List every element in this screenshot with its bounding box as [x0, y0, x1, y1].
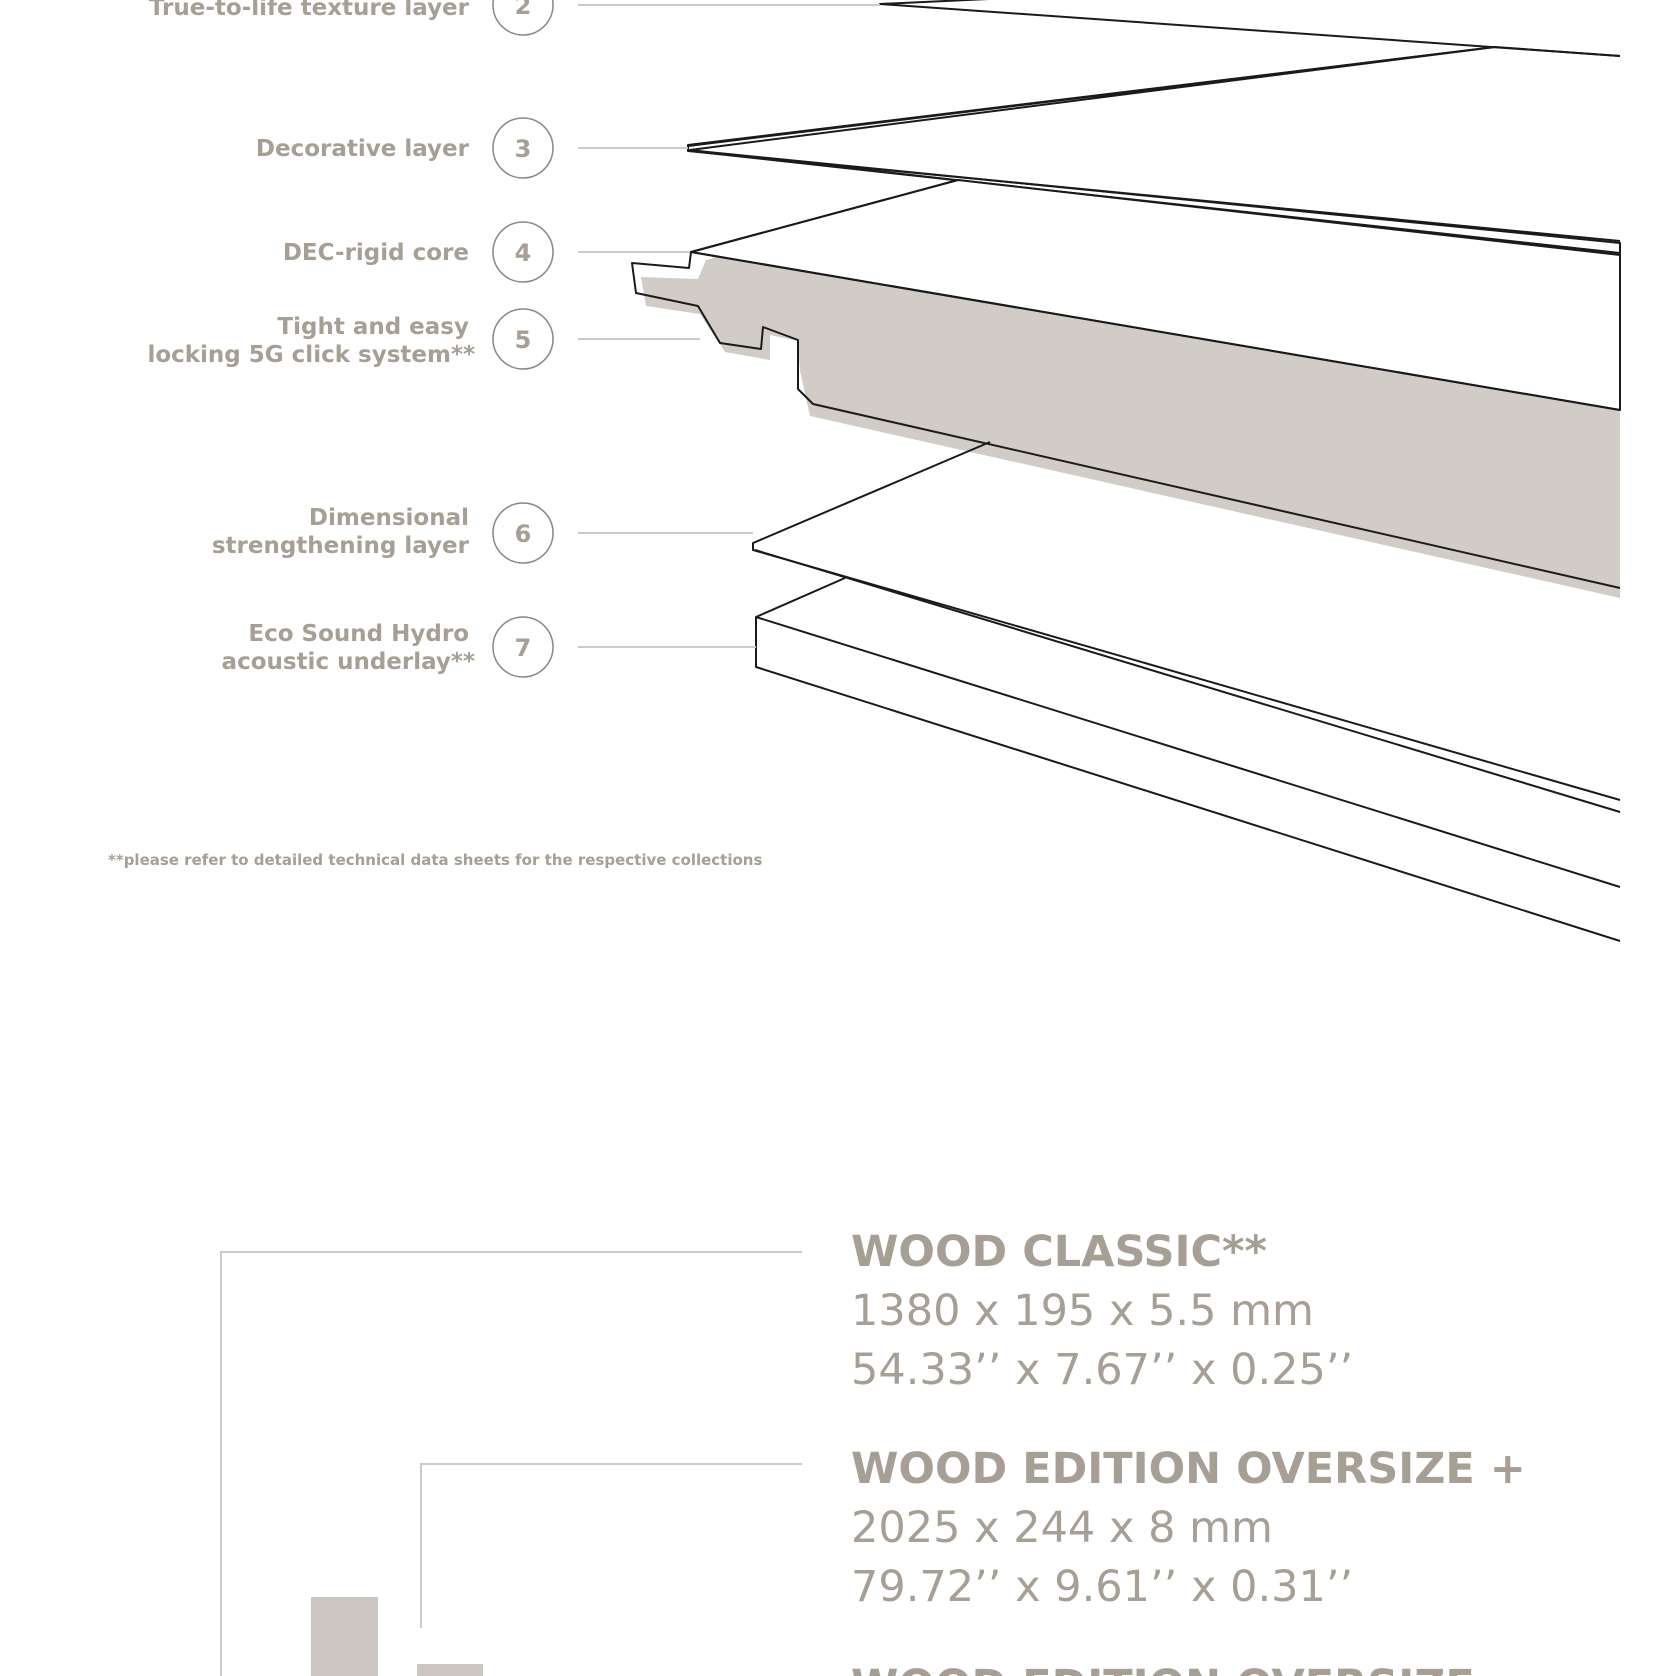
size-bars: [311, 1597, 483, 1676]
strengthening-layer-sheet: [752, 441, 1621, 801]
marker-numbers: 2 3 4 5 6 7: [515, 0, 532, 662]
number-markers: [492, 0, 554, 678]
layer-label-7-line-1: Eco Sound Hydro: [248, 621, 469, 647]
marker-number-3: 3: [515, 135, 532, 163]
marker-number-7: 7: [515, 634, 532, 662]
marker-circle-3: [492, 117, 554, 179]
marker-circle-6: [492, 502, 554, 564]
marker-number-4: 4: [515, 239, 532, 267]
marker-circle-5: [492, 308, 554, 370]
size-comparison-lines: [220, 1251, 802, 1676]
product-imperial-oversize-plus: 79.72’’ x 9.61’’ x 0.31’’: [851, 1562, 1353, 1612]
marker-number-2: 2: [515, 0, 532, 20]
product-specs: WOOD CLASSIC** 1380 x 195 x 5.5 mm 54.33…: [851, 1227, 1526, 1676]
marker-circle-2: [492, 0, 554, 36]
layer-label-3: Decorative layer: [256, 136, 470, 162]
size-bar-small: [417, 1664, 483, 1676]
marker-number-5: 5: [515, 326, 532, 354]
layer-illustration: [631, 0, 1621, 942]
layer-label-7-line-2: acoustic underlay**: [222, 649, 475, 675]
underlay-top-edge: [755, 616, 1621, 888]
leader-lines: [578, 4, 880, 648]
layer-label-6-line-1: Dimensional: [309, 505, 469, 531]
marker-circle-4: [492, 221, 554, 283]
layer-labels: True-to-life texture layer Decorative la…: [147, 0, 475, 675]
product-imperial-wood-classic: 54.33’’ x 7.67’’ x 0.25’’: [851, 1345, 1353, 1395]
size-bracket-wood-classic: [220, 1251, 802, 1676]
layer-label-6-line-2: strengthening layer: [212, 533, 470, 559]
product-metric-wood-classic: 1380 x 195 x 5.5 mm: [851, 1286, 1314, 1336]
marker-number-6: 6: [515, 520, 532, 548]
layer-label-5-line-1: Tight and easy: [277, 314, 469, 340]
marker-circle-7: [492, 616, 554, 678]
layer-label-5-line-2: locking 5G click system**: [147, 342, 475, 368]
rigid-core-profile: [631, 179, 1621, 589]
strengthening-layer-underside: [754, 549, 1621, 813]
product-title-wood-classic: WOOD CLASSIC**: [851, 1227, 1267, 1277]
texture-layer-back-edge: [1494, 46, 1621, 57]
product-title-oversize-plus: WOOD EDITION OVERSIZE +: [851, 1444, 1526, 1494]
size-bar-tall: [311, 1597, 378, 1676]
layer-label-4: DEC-rigid core: [283, 240, 469, 266]
product-metric-oversize-plus: 2025 x 244 x 8 mm: [851, 1503, 1273, 1553]
underlay-slab: [755, 577, 1621, 942]
product-title-oversize: WOOD EDITION OVERSIZE: [851, 1661, 1475, 1676]
layer-label-2: True-to-life texture layer: [149, 0, 470, 21]
size-bracket-oversize-plus: [420, 1463, 802, 1628]
footnote: **please refer to detailed technical dat…: [108, 851, 762, 869]
rigid-core-top-edge: [690, 251, 1621, 411]
